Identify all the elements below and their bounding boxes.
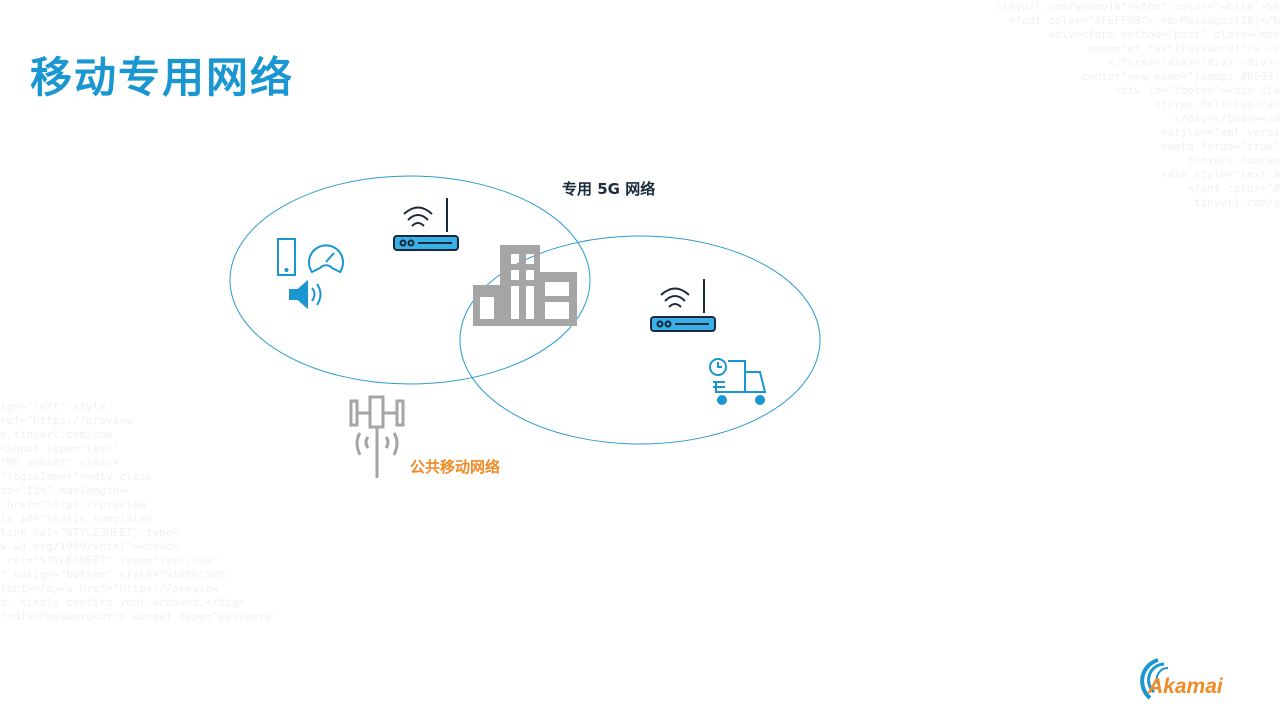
private-network-ellipse-left [229,175,591,385]
phone-icon [277,238,296,276]
public-mobile-network-label: 公共移动网络 [410,458,501,476]
megaphone-icon [289,279,322,310]
router-icon [650,279,716,332]
private-5g-network-label: 专用 5G 网络 [562,180,656,198]
building-icon [473,245,577,326]
background-code-watermark-left: ign="left" style ref="https://preview e.… [0,400,279,623]
background-code-watermark: tinyurl.com/yoooojb"><font color="white"… [995,0,1280,209]
cell-tower-icon [349,395,405,478]
private-network-ellipse-right [459,235,821,445]
svg-text:Akamai: Akamai [1147,675,1224,698]
gauge-icon [308,244,344,274]
router-icon [393,198,459,251]
delivery-cart-icon [709,358,767,405]
akamai-logo: Akamai [1128,656,1238,704]
page-title: 移动专用网络 [30,53,295,102]
